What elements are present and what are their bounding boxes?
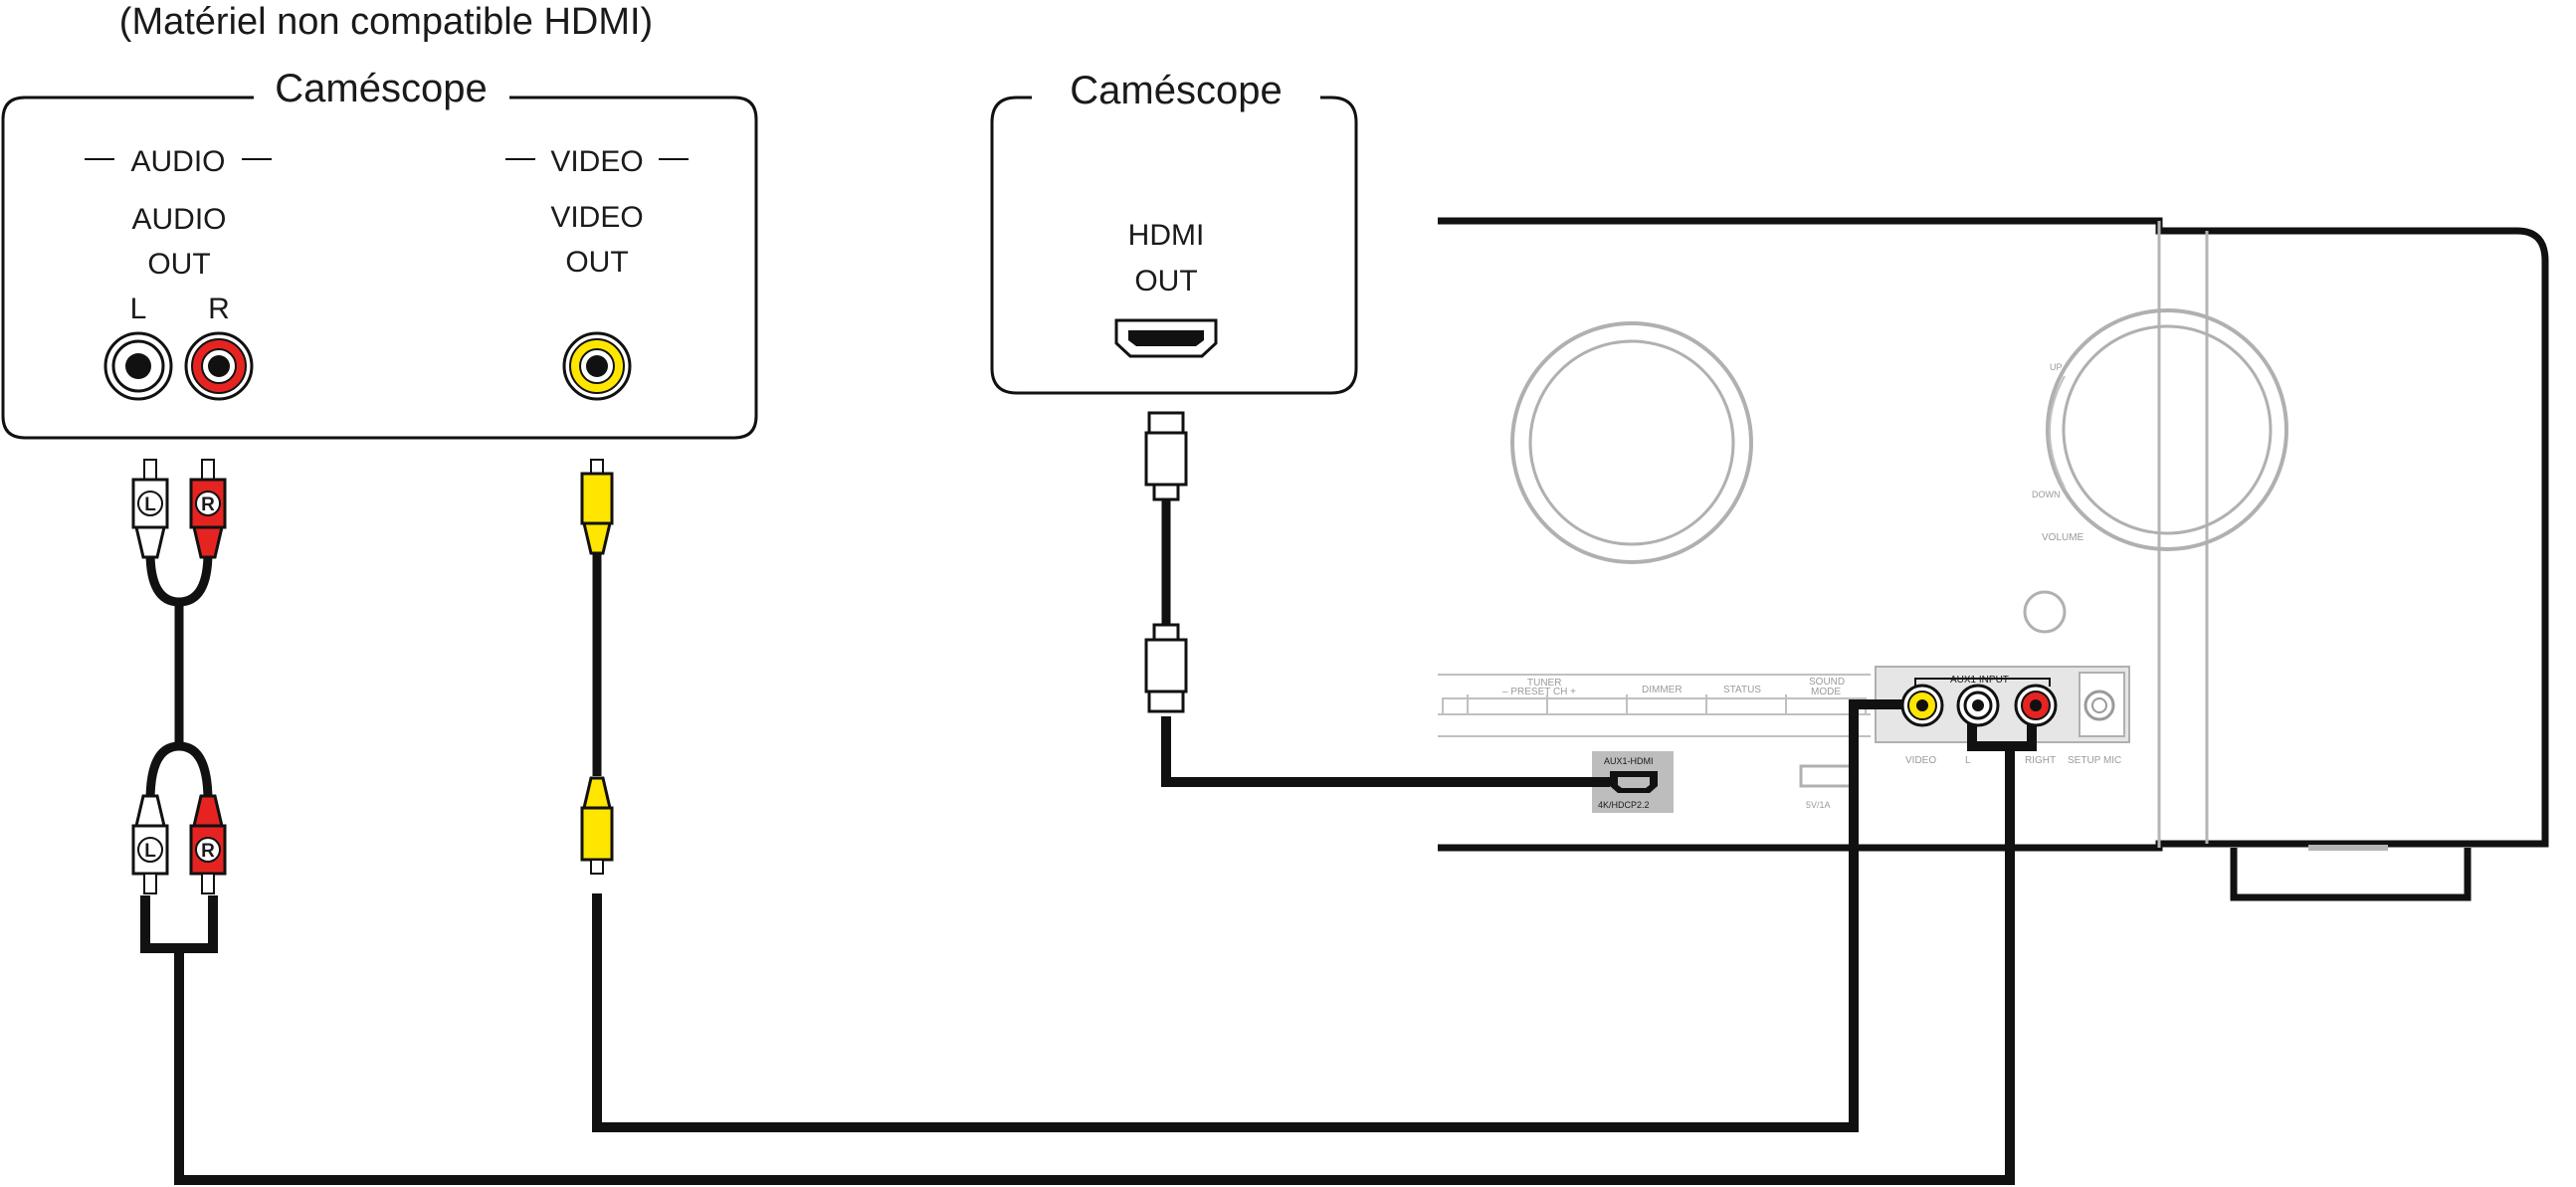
up-label: UP — [2050, 362, 2063, 372]
audio-cable-upper-y — [145, 551, 213, 607]
cables — [140, 497, 2037, 1185]
hdmi-plug-lower — [1144, 623, 1188, 713]
usb-label: 5V/1A — [1806, 800, 1831, 810]
video-group-label: VIDEO — [550, 145, 643, 178]
hdmi-out-label-line2: OUT — [1134, 265, 1197, 297]
aux-input-label: AUX1 INPUT — [1950, 675, 2009, 686]
audio-out-right-jack[interactable] — [184, 331, 254, 401]
audio-cable-to-receiver — [140, 714, 2037, 1185]
hdmi-out-label-line1: HDMI — [1128, 219, 1205, 252]
volume-knob[interactable] — [2046, 308, 2288, 551]
analog-camcorder-box: (Matériel non compatible HDMI) Caméscope… — [1, 1, 758, 440]
receiver-body-outline — [1438, 217, 2549, 852]
video-jack-label: VIDEO — [1905, 755, 1936, 766]
video-cable-to-receiver — [592, 699, 1908, 1132]
hdmi-camcorder-title: Caméscope — [1070, 69, 1282, 112]
av-receiver: UP DOWN VOLUME TUNER – PRESET CH + DIMME… — [1438, 217, 2549, 901]
video-plug-lower — [580, 776, 614, 875]
hdmi-out-port[interactable] — [1114, 318, 1218, 358]
analog-camcorder-title: Caméscope — [275, 67, 487, 110]
right-channel-label: R — [208, 293, 230, 325]
sound-label: SOUND — [1809, 677, 1845, 688]
mode-label: MODE — [1811, 687, 1841, 697]
video-out-label-line2: OUT — [565, 246, 628, 279]
audio-cable-lower-y — [145, 741, 213, 802]
plug-letter-left-upper: L — [144, 495, 156, 515]
plug-letter-right-upper: R — [201, 495, 215, 515]
volume-label: VOLUME — [2042, 532, 2084, 543]
status-label: STATUS — [1723, 685, 1761, 695]
video-out-jack[interactable] — [562, 331, 632, 401]
down-label: DOWN — [2032, 490, 2061, 499]
audio-out-label-line2: OUT — [147, 248, 210, 281]
video-plug-upper — [580, 459, 614, 555]
setup-mic-jack[interactable] — [2083, 690, 2115, 721]
audio-plug-left-upper: L — [131, 459, 169, 559]
tuner-label: TUNER — [1527, 678, 1561, 689]
hdcp-label: 4K/HDCP2.2 — [1598, 800, 1650, 810]
r-jack-label: RIGHT — [2025, 755, 2056, 766]
preset-label: – PRESET CH + — [1502, 687, 1576, 697]
audio-group-label: AUDIO — [130, 145, 225, 178]
plug-letter-right-lower: R — [201, 841, 215, 862]
setup-mic-label: SETUP MIC — [2068, 755, 2121, 766]
aux-video-jack[interactable] — [1900, 684, 1944, 727]
hdmi-cable-to-receiver — [1161, 716, 1610, 787]
receiver-foot — [2230, 848, 2472, 901]
hdmi-plug-upper — [1144, 411, 1188, 501]
aux-right-jack[interactable] — [2014, 684, 2058, 727]
aux-hdmi-label: AUX1-HDMI — [1604, 756, 1654, 766]
usb-port[interactable] — [1799, 764, 1853, 788]
audio-plug-left-lower: L — [131, 794, 169, 894]
dimmer-label: DIMMER — [1642, 685, 1683, 695]
audio-out-left-jack[interactable] — [103, 331, 173, 401]
small-round-button[interactable] — [2023, 590, 2067, 634]
non-hdmi-note: (Matériel non compatible HDMI) — [119, 1, 653, 43]
l-jack-label: L — [1965, 755, 1971, 766]
audio-plug-right-lower: R — [189, 794, 227, 894]
audio-plug-right-upper: R — [189, 459, 227, 559]
hdmi-camcorder-box: Caméscope HDMI OUT — [990, 69, 1358, 395]
left-channel-label: L — [130, 293, 147, 325]
aux-left-jack[interactable] — [1956, 684, 2000, 727]
audio-out-label-line1: AUDIO — [131, 203, 226, 236]
input-selector-knob[interactable] — [1510, 321, 1753, 564]
plug-letter-left-lower: L — [144, 841, 156, 862]
video-out-label-line1: VIDEO — [550, 201, 643, 234]
